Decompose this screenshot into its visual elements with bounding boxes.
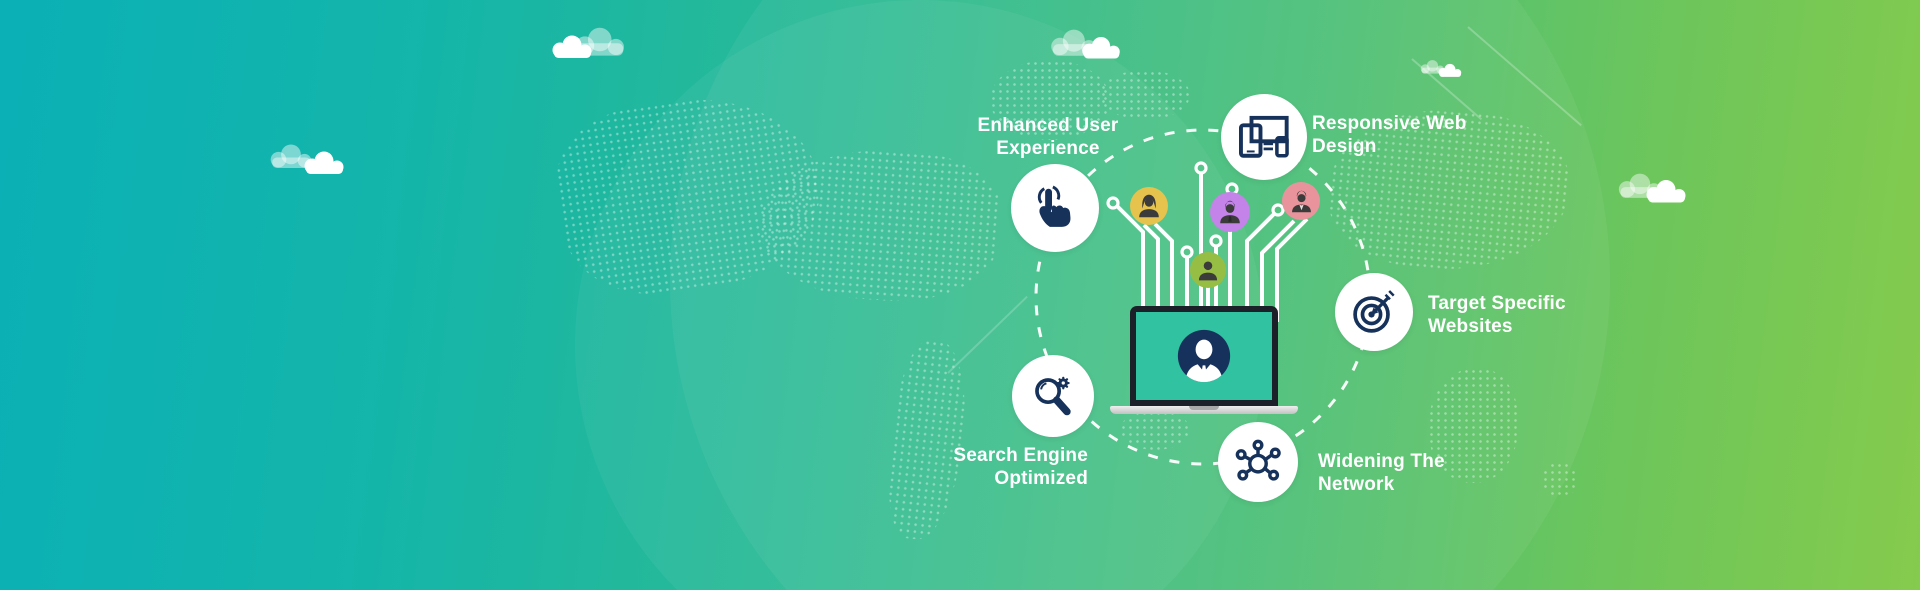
network-hub-icon — [1235, 439, 1281, 481]
background-glow-circle — [670, 0, 1610, 590]
search-engine-optimized-node — [1012, 355, 1094, 437]
casual-user-avatar — [1190, 252, 1226, 288]
widening-the-network-label: Widening The Network — [1318, 450, 1445, 496]
laptop-notch — [1189, 406, 1219, 410]
label-line: Responsive Web — [1312, 113, 1467, 134]
businessman-silhouette-icon — [1291, 190, 1311, 212]
laptop-screen — [1130, 306, 1278, 406]
target-specific-websites-label: Target Specific Websites — [1428, 292, 1566, 338]
cloud-icon — [548, 24, 632, 62]
label-line: Enhanced User — [977, 115, 1119, 136]
target-arrow-icon — [1353, 290, 1395, 333]
user-profile-icon — [1177, 329, 1231, 383]
label-line: Widening The — [1318, 451, 1445, 472]
male-user-avatar — [1210, 192, 1250, 232]
enhanced-user-experience-label: Enhanced User Experience — [938, 114, 1158, 160]
dotted-map-region — [1120, 410, 1190, 450]
dotted-map-region — [1542, 462, 1578, 498]
laptop-base — [1110, 406, 1298, 414]
touch-gesture-icon — [1037, 185, 1071, 227]
label-line: Network — [1318, 474, 1395, 495]
woman-silhouette-icon — [1139, 194, 1159, 218]
responsive-devices-icon — [1239, 115, 1289, 158]
label-line: Websites — [1428, 316, 1513, 337]
business-user-avatar — [1282, 182, 1320, 220]
enhanced-user-experience-node — [1011, 164, 1099, 252]
label-line: Experience — [996, 138, 1100, 159]
search-engine-optimized-label: Search Engine Optimized — [868, 444, 1088, 490]
dotted-map-region — [1428, 368, 1518, 483]
label-line: Optimized — [994, 468, 1088, 489]
cloud-icon — [1614, 170, 1694, 206]
label-line: Target Specific — [1428, 293, 1566, 314]
search-gear-icon — [1035, 376, 1071, 416]
circuit-traces — [1106, 161, 1309, 322]
label-line: Search Engine — [953, 445, 1088, 466]
man-silhouette-icon — [1220, 200, 1240, 224]
laptop-display — [1136, 312, 1272, 400]
dotted-map-region — [990, 60, 1110, 140]
cloud-icon — [1046, 26, 1128, 62]
responsive-web-design-label: Responsive Web Design — [1312, 112, 1467, 158]
female-user-avatar — [1130, 187, 1168, 225]
responsive-web-design-node — [1221, 94, 1307, 180]
cloud-icon — [266, 141, 350, 178]
label-line: Design — [1312, 136, 1377, 157]
target-specific-websites-node — [1335, 273, 1413, 351]
dotted-map-region — [1100, 70, 1190, 120]
widening-the-network-node — [1218, 422, 1298, 502]
background-glow-circle — [575, 0, 1265, 590]
cloud-icon — [1418, 58, 1466, 80]
person-silhouette-icon — [1198, 261, 1218, 281]
